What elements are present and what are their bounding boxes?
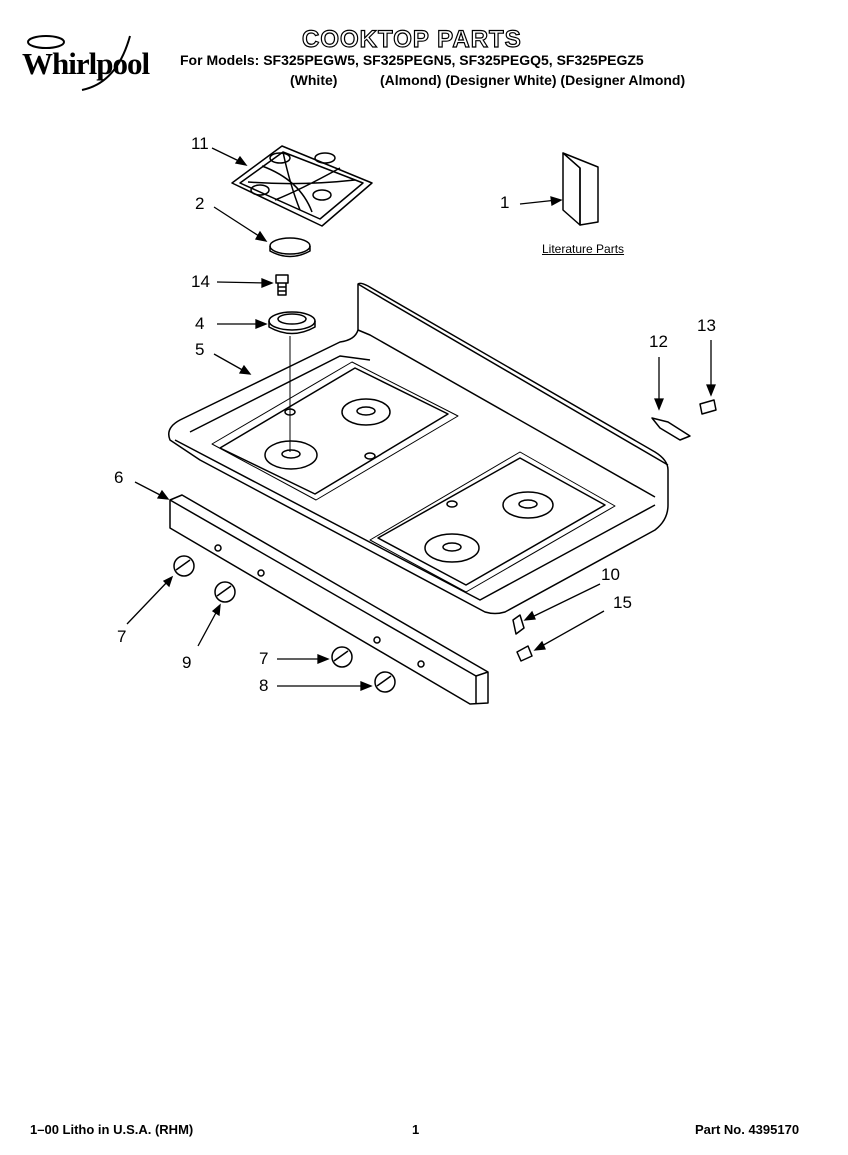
color-white: (White) — [290, 72, 338, 88]
callout-8: 8 — [259, 676, 269, 695]
cooktop-body-part — [168, 282, 669, 615]
callout-2: 2 — [195, 194, 205, 213]
literature-parts-label: Literature Parts — [542, 242, 625, 256]
leader-arrows — [126, 147, 716, 691]
callout-9: 9 — [182, 653, 192, 672]
control-panel-part — [169, 494, 489, 705]
callout-4: 4 — [195, 314, 205, 333]
callout-12: 12 — [649, 332, 668, 351]
models-line: For Models: SF325PEGW5, SF325PEGN5, SF32… — [180, 52, 644, 68]
knob-parts — [173, 555, 396, 693]
callout-13: 13 — [697, 316, 716, 335]
literature-booklet-part — [562, 152, 599, 226]
clip-part — [512, 614, 533, 662]
grate-part — [231, 145, 373, 227]
callout-6: 6 — [114, 468, 124, 487]
callout-11: 11 — [191, 134, 209, 153]
callout-7b: 7 — [259, 649, 269, 668]
logo-swoosh-icon — [27, 35, 131, 91]
burner-cap-part — [269, 237, 311, 258]
callout-14: 14 — [191, 272, 210, 291]
callout-1: 1 — [500, 193, 510, 212]
burner-head-part — [268, 311, 316, 452]
screw-part — [275, 274, 289, 296]
bracket-part — [651, 399, 717, 441]
callout-10: 10 — [601, 565, 620, 584]
footer-page-number: 1 — [412, 1122, 420, 1137]
whirlpool-logo: Whirlpool — [22, 28, 162, 98]
footer-litho: 1–00 Litho in U.S.A. (RHM) — [30, 1122, 194, 1137]
brand-name: Whirlpool — [22, 46, 150, 81]
page-title: COOKTOP PARTS — [301, 25, 522, 53]
color-others: (Almond) (Designer White) (Designer Almo… — [380, 72, 686, 88]
callout-7a: 7 — [117, 627, 127, 646]
callout-5: 5 — [195, 340, 205, 359]
callout-15: 15 — [613, 593, 632, 612]
footer-part-number: Part No. 4395170 — [695, 1122, 800, 1137]
